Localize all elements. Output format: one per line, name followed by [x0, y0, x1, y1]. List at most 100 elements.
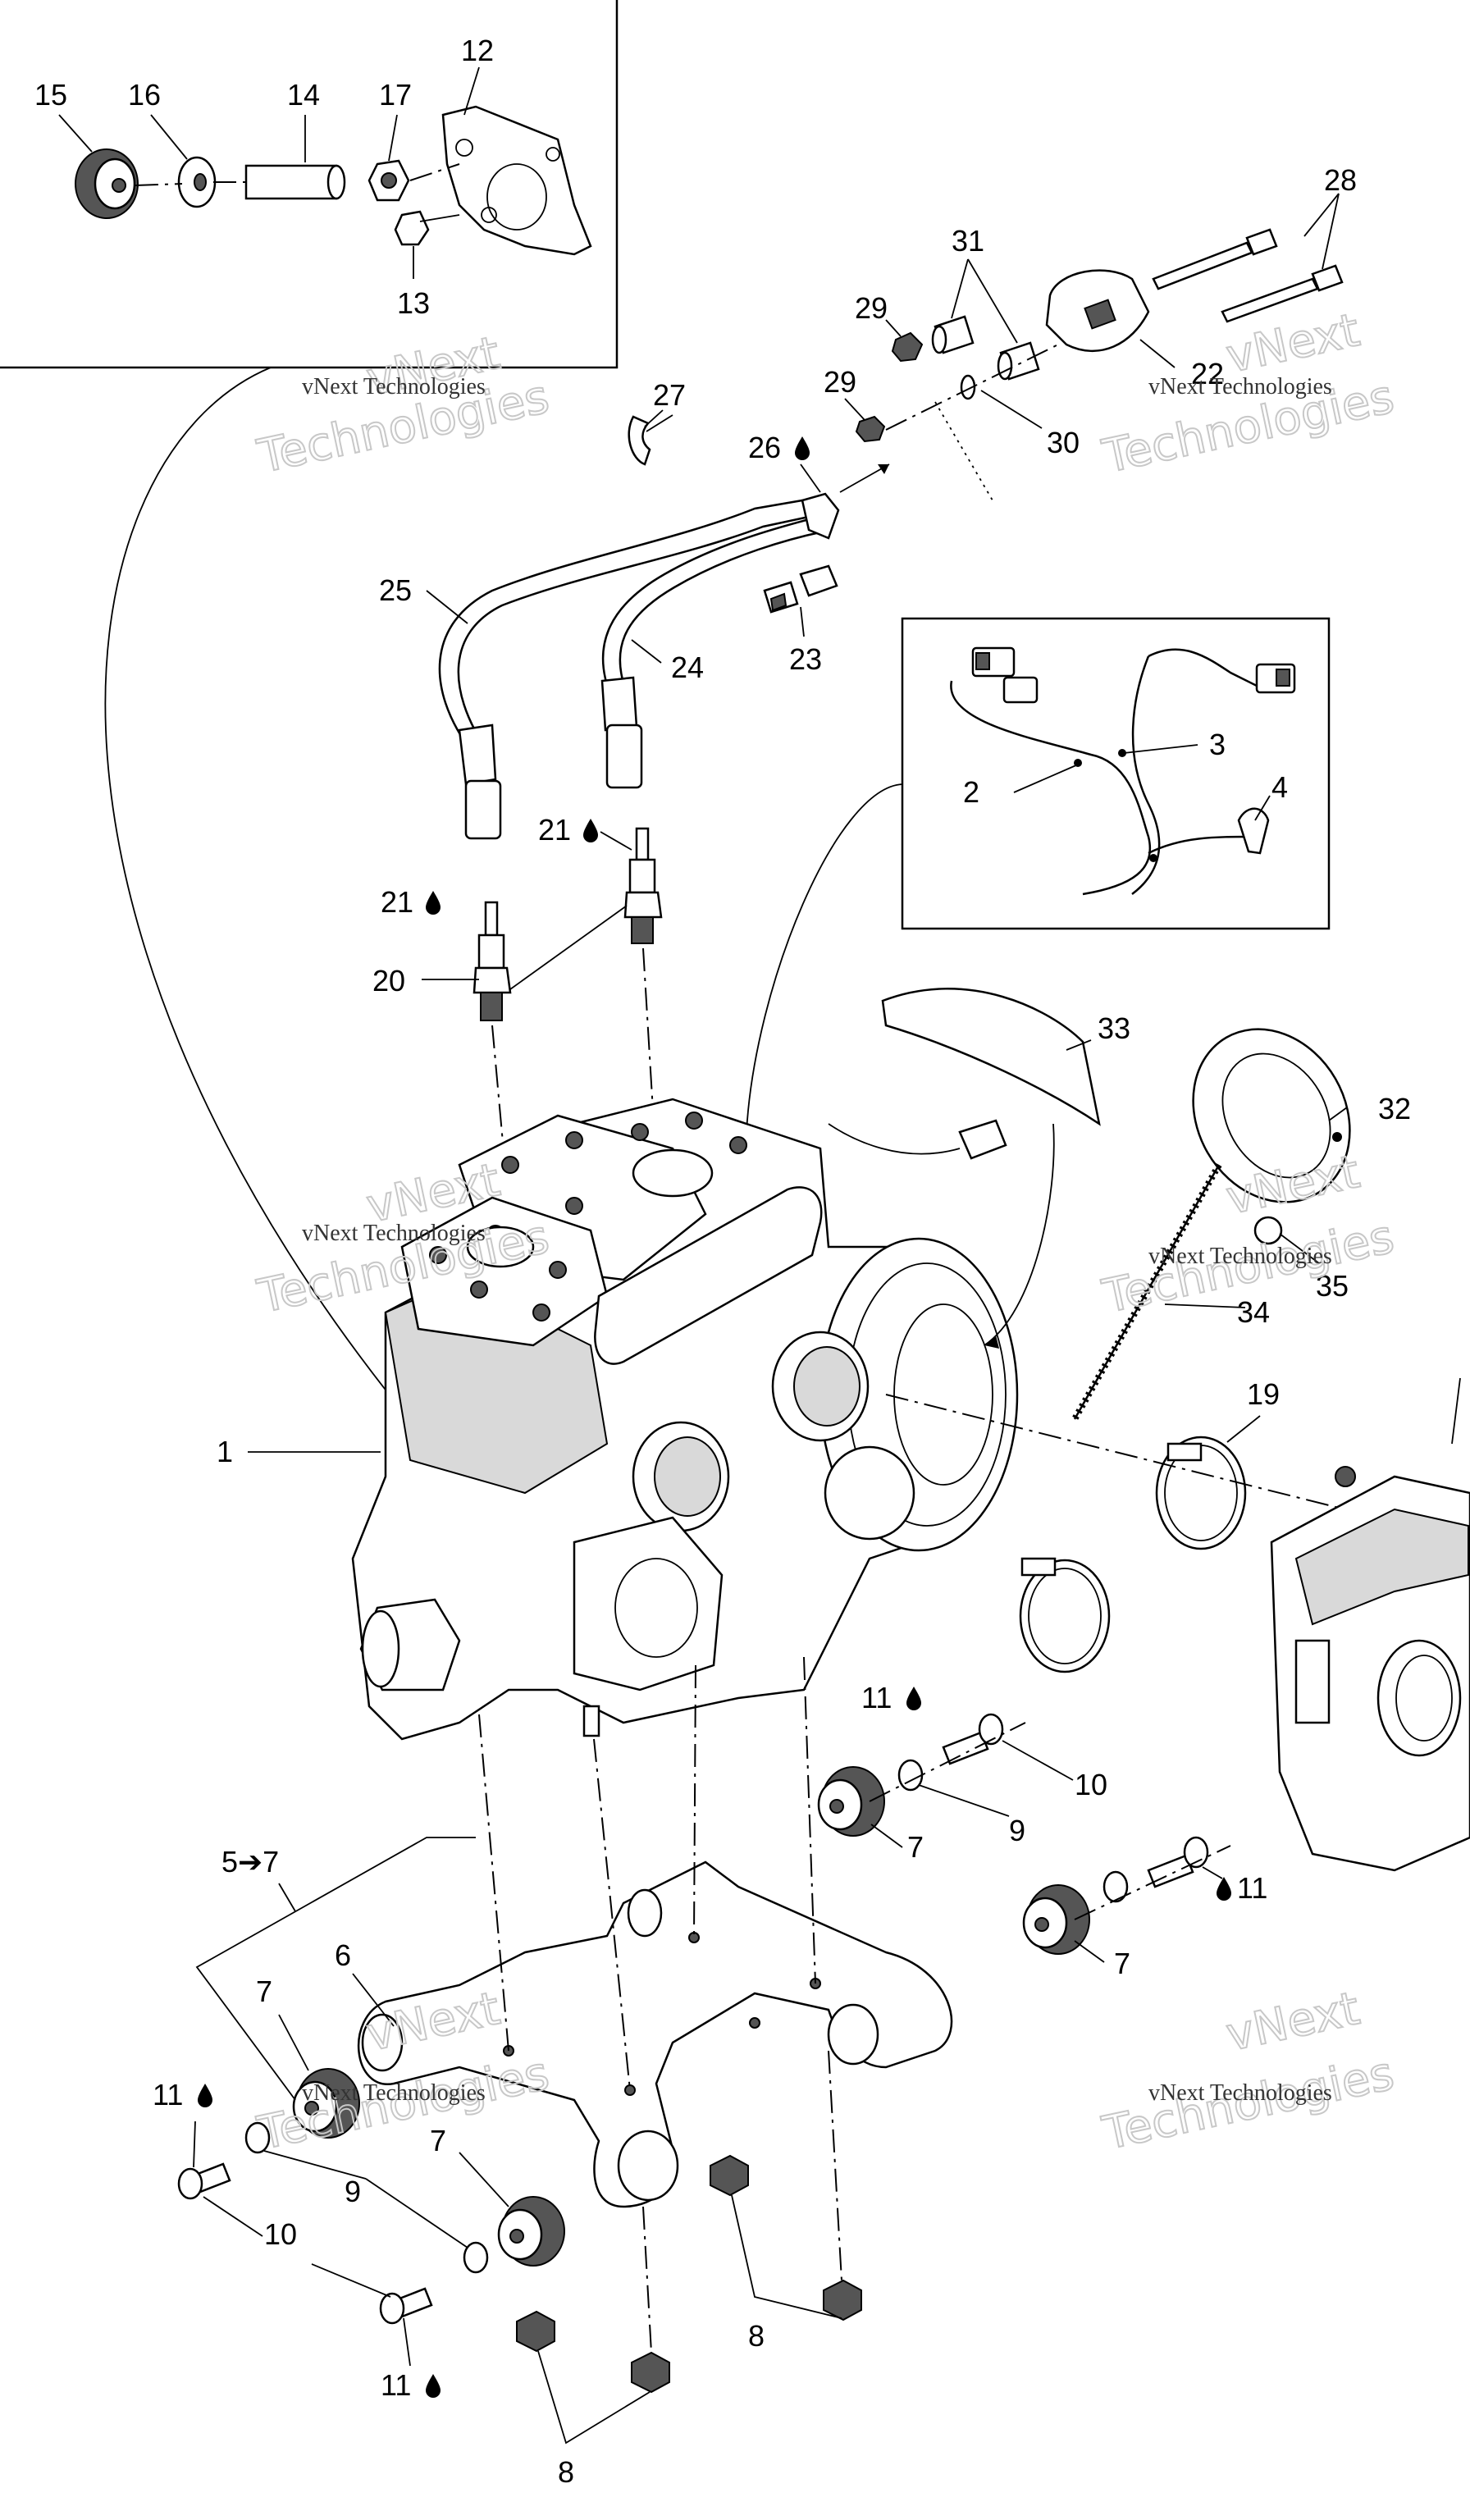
- watermark-top-right: vNext Technologies vNext Technologies: [1097, 303, 1399, 485]
- callout-29-upper: 29: [855, 291, 888, 325]
- watermark-big-11: vNext: [1221, 1982, 1364, 2062]
- callout-27: 27: [653, 378, 686, 412]
- callout-11-c: 11: [153, 2078, 183, 2111]
- oil-drop-icon: [1217, 1877, 1231, 1901]
- callout-13: 13: [397, 286, 430, 320]
- callout-35: 35: [1316, 1269, 1349, 1303]
- callout-25: 25: [379, 573, 412, 607]
- part-22-bracket: [1045, 269, 1150, 353]
- part-19-clamp-lower: [1019, 1557, 1111, 1673]
- part-7-rubber-mount-d: [497, 2196, 565, 2267]
- callout-8-a: 8: [748, 2319, 765, 2353]
- callout-23: 23: [789, 642, 822, 676]
- part-10-bolt-c: [177, 2162, 231, 2200]
- callout-7-c: 7: [256, 1974, 272, 2008]
- watermark-text: vNext Technologies: [302, 374, 486, 399]
- callout-29-lower: 29: [824, 365, 856, 399]
- callout-5-7-group: 5➔7: [221, 1845, 279, 1879]
- rewind-starter-group: 33 32 34 35: [881, 988, 1411, 1421]
- spark-plug-boot-left: [458, 724, 502, 840]
- part-7-rubber-mount-b: [1022, 1884, 1090, 1955]
- part-8-nut-d: [631, 2351, 670, 2394]
- inset-leader-arc: [104, 367, 534, 1559]
- head-bolts: [429, 1112, 747, 1322]
- part-28-bolts: [1152, 228, 1344, 323]
- oil-drop-icon: [426, 2374, 441, 2398]
- part-27-tie: [628, 409, 664, 466]
- spark-plug-right: [623, 827, 663, 944]
- engine-mount-group: 5➔7 6 7 7 7 7 9 9 10 10 11 11: [153, 1656, 1267, 2489]
- callout-30: 30: [1047, 426, 1080, 459]
- watermark-text: vNext Technologies: [302, 1221, 486, 1246]
- callout-7-b: 7: [1114, 1947, 1130, 1980]
- callout-21-upper: 21: [538, 813, 571, 847]
- callout-20: 20: [372, 964, 405, 998]
- part-19-clamp-upper: [1155, 1436, 1247, 1550]
- clamps-and-carburetor: 19: [885, 1377, 1470, 1872]
- engine-output-shaft: [359, 1598, 461, 1691]
- callout-10-b: 10: [264, 2217, 297, 2251]
- watermark-low-right: vNext Technologies vNext Technologies: [1097, 1981, 1399, 2162]
- part-17-nut: [368, 159, 410, 202]
- spark-plug-boot-right: [600, 676, 643, 789]
- callout-12: 12: [461, 34, 494, 67]
- part-9-washer-c: [244, 2121, 271, 2154]
- part-7-rubber-mount-c: [292, 2068, 360, 2139]
- callout-26: 26: [748, 431, 781, 464]
- spark-plug-left: [472, 901, 512, 1021]
- part-31-spacers: [931, 315, 1040, 381]
- part-29-nuts: [855, 331, 924, 443]
- part-13-screw: [394, 210, 460, 246]
- part-32-handle: [1192, 1028, 1351, 1203]
- part-9-washer-d: [463, 2241, 489, 2274]
- harness-connector-3: [1255, 663, 1296, 694]
- callout-34: 34: [1237, 1295, 1270, 1329]
- watermark-text: vNext Technologies: [302, 2080, 486, 2106]
- part-7-rubber-mount-a: [817, 1766, 885, 1837]
- engine-block: 1: [217, 1098, 1019, 1741]
- callout-9-b: 9: [345, 2175, 361, 2208]
- carburetor: [1270, 1377, 1470, 1872]
- harness-connector-1: [971, 646, 1016, 678]
- callout-8-b: 8: [558, 2455, 574, 2489]
- callout-22: 22: [1191, 357, 1224, 390]
- callout-21-lower-group: 21: [381, 885, 441, 919]
- callout-11-a: 11: [861, 1681, 892, 1714]
- callout-14: 14: [287, 78, 320, 112]
- ignition-cables-group: 25 24 23 27 26: [379, 378, 890, 840]
- part-33-shield: [881, 988, 1101, 1126]
- callout-24: 24: [671, 651, 704, 684]
- harness-connector-2: [1002, 676, 1039, 704]
- callout-2: 2: [963, 775, 979, 809]
- part-9-washer-b: [1102, 1870, 1129, 1903]
- callout-11-b-group: 11: [1217, 1871, 1267, 1905]
- part-30-washer: [960, 374, 976, 400]
- callout-16: 16: [128, 78, 161, 112]
- part-10-bolt-d: [379, 2287, 433, 2325]
- callout-11-a-group: 11: [861, 1681, 921, 1714]
- part-8-nut-b: [823, 2279, 862, 2321]
- part-10-bolt-b: [1147, 1836, 1209, 1888]
- watermark-text: vNext Technologies: [1148, 2080, 1332, 2106]
- watermark-text: vNext Technologies: [1148, 1244, 1332, 1269]
- callout-15: 15: [34, 78, 67, 112]
- callout-33: 33: [1098, 1011, 1130, 1045]
- oil-drop-icon: [795, 436, 810, 460]
- callout-11-d-group: 11: [381, 2368, 441, 2402]
- part-16-washer: [177, 156, 217, 208]
- part-14-spacer: [244, 164, 346, 200]
- callout-3: 3: [1209, 728, 1226, 761]
- callout-21-lower: 21: [381, 885, 413, 919]
- callout-31: 31: [952, 224, 984, 258]
- callout-6: 6: [335, 1938, 351, 1972]
- harness-inset-box: 2 3 4: [746, 617, 1331, 1133]
- callout-19: 19: [1247, 1377, 1280, 1411]
- part-15-cap: [75, 148, 139, 219]
- oil-drop-icon: [906, 1687, 921, 1710]
- part-12-plate: [441, 105, 592, 256]
- watermark-top-center: vNext Technologies vNext Technologies: [252, 326, 554, 485]
- oil-drop-icon: [426, 891, 441, 915]
- callout-26-group: 26: [748, 431, 810, 464]
- inset-box-engine-support: 15 16 14 17 12 13: [0, 0, 619, 369]
